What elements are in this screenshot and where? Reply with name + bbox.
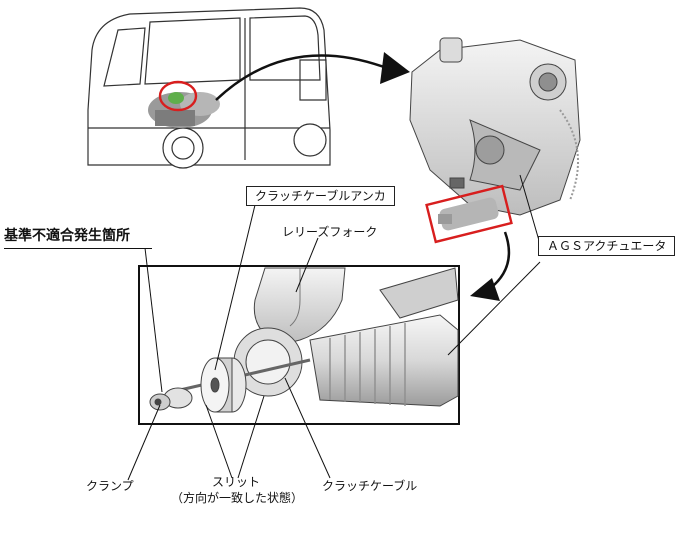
leader-ags-2 bbox=[447, 261, 541, 356]
clutch-boot-shape bbox=[309, 267, 459, 407]
label-release-fork: レリーズフォーク bbox=[282, 225, 378, 239]
leader-clutch-cable bbox=[284, 377, 331, 479]
label-slit-note: （方向が一致した状態） bbox=[170, 491, 303, 505]
label-clamp: クランプ bbox=[86, 479, 134, 493]
label-slit: スリット bbox=[211, 475, 260, 489]
leader-clamp bbox=[127, 404, 161, 481]
label-cable-anchor: クラッチケーブルアンカ bbox=[246, 186, 395, 206]
leader-slit-2 bbox=[237, 395, 265, 479]
label-defect-location: 基準不適合発生箇所 bbox=[4, 228, 130, 244]
transmission-assembly bbox=[409, 37, 581, 216]
leader-lines bbox=[127, 174, 541, 481]
clamp-shape bbox=[149, 387, 193, 411]
cable-anchor-shape bbox=[200, 357, 247, 413]
leader-defect bbox=[144, 247, 163, 393]
leader-release-fork bbox=[295, 237, 319, 293]
zoom-arrow-bottom-head bbox=[470, 278, 500, 301]
small-clutch-boot bbox=[438, 197, 499, 231]
engine-highlight-box bbox=[425, 184, 513, 244]
leader-ags-1 bbox=[519, 174, 541, 245]
zoom-arrow-top-head bbox=[380, 52, 410, 84]
label-ags-actuator: ＡＧＳアクチュエータ bbox=[538, 236, 676, 256]
label-clutch-cable: クラッチケーブル bbox=[322, 479, 418, 493]
leader-slit-1 bbox=[205, 404, 233, 479]
leader-cable-anchor bbox=[214, 204, 256, 371]
vehicle-outline bbox=[87, 7, 331, 169]
zoom-arrow-top bbox=[215, 54, 393, 101]
defect-label-underline bbox=[4, 248, 152, 249]
vehicle-highlight-circle bbox=[158, 80, 198, 112]
